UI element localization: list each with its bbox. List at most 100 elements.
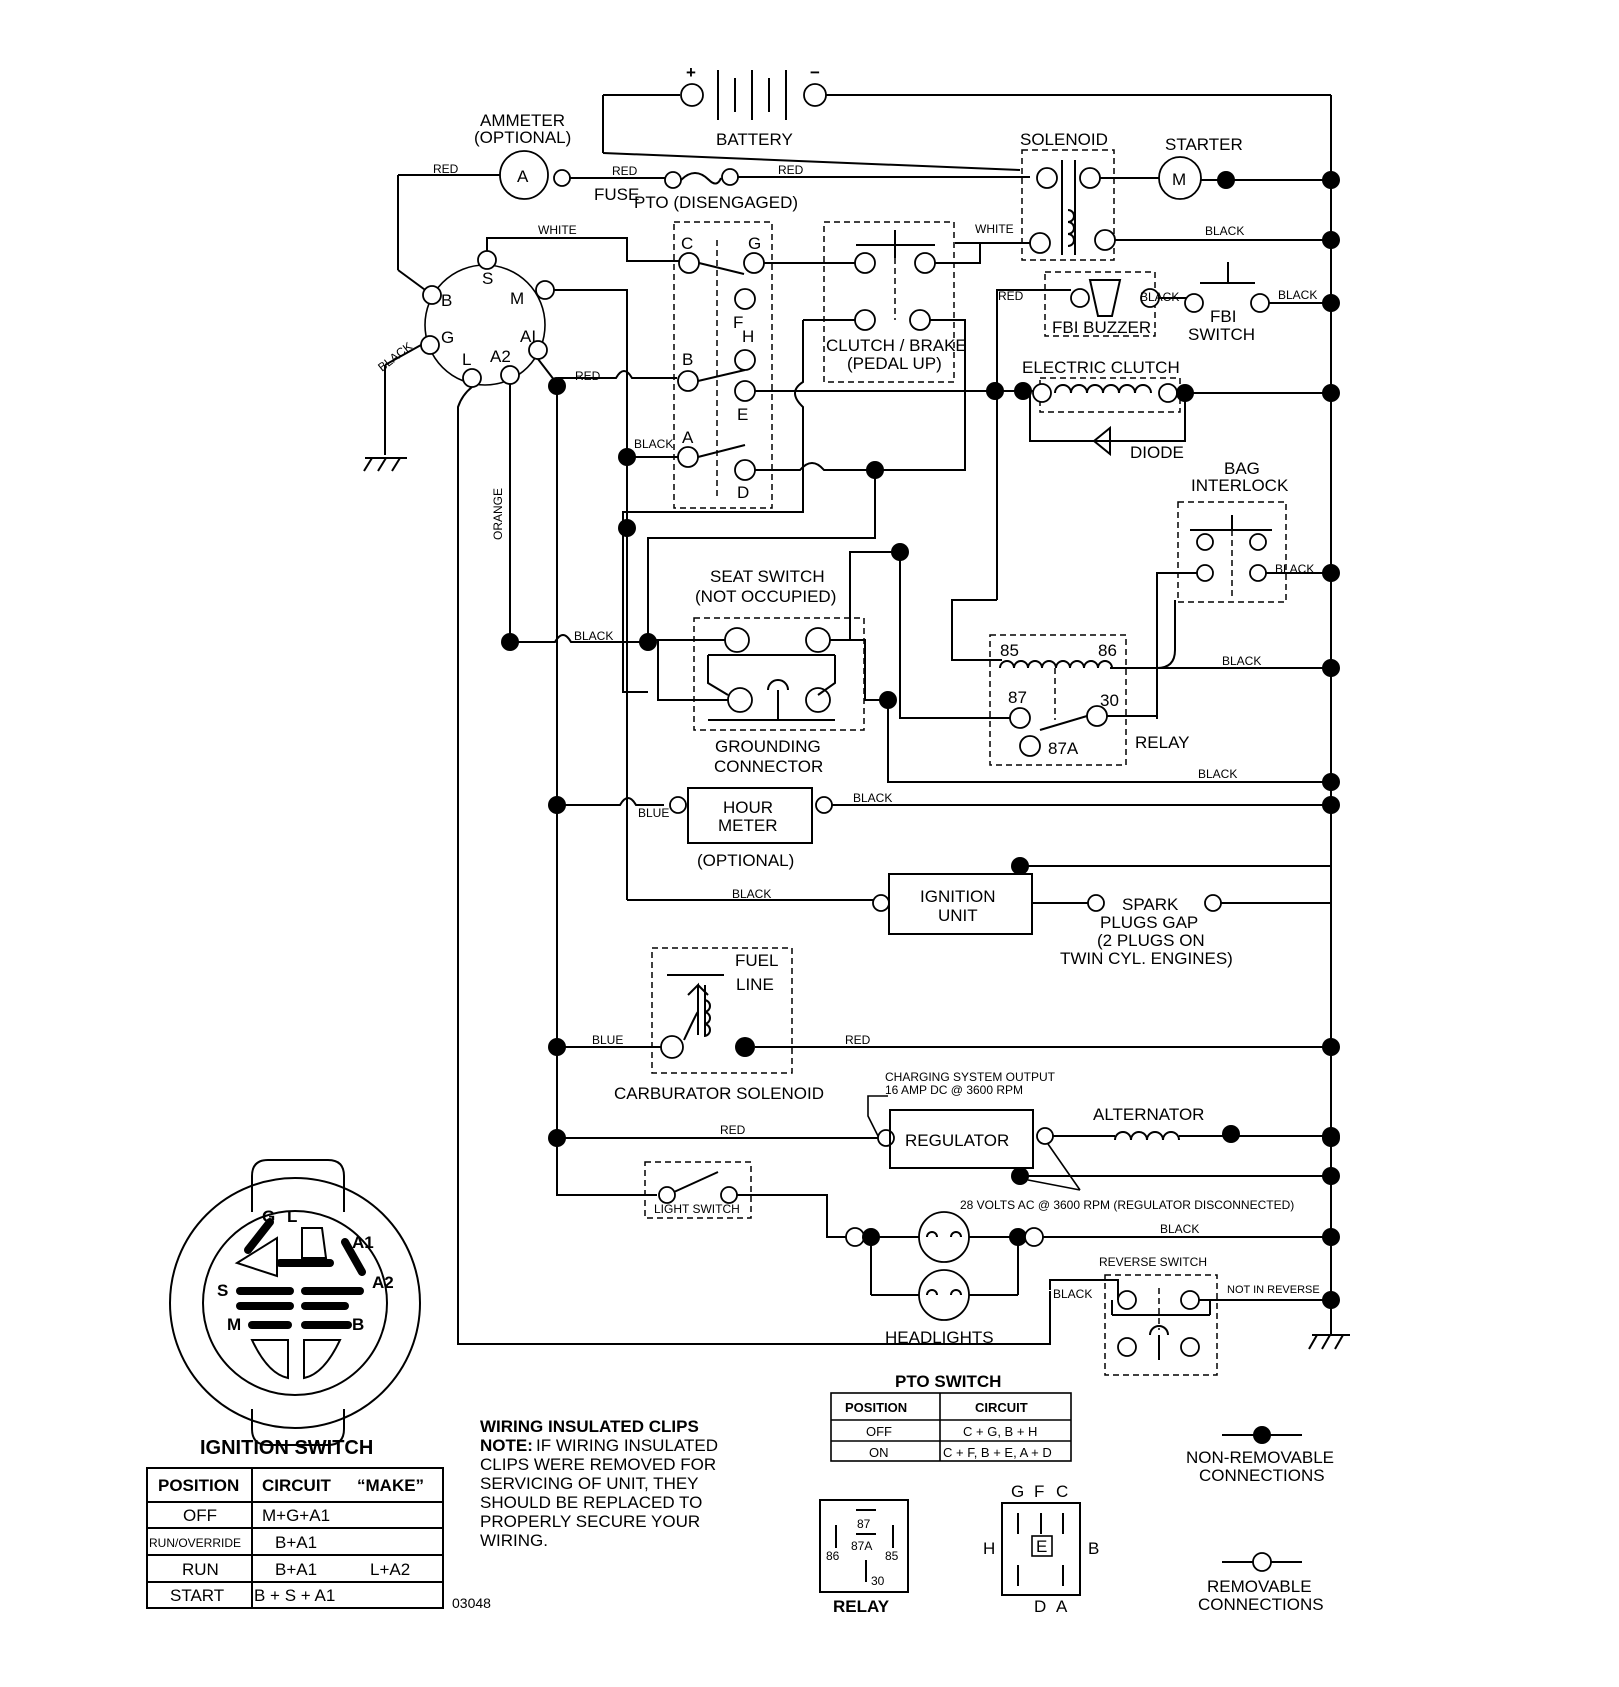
wire-black-rev: BLACK bbox=[1053, 1287, 1092, 1301]
pto-table-title: PTO SWITCH bbox=[895, 1372, 1001, 1391]
face-label-l: L bbox=[287, 1207, 297, 1226]
relay-pinout-label: RELAY bbox=[833, 1597, 890, 1616]
fbi-switch-line1: FBI bbox=[1210, 307, 1236, 326]
relay-pin-86: 86 bbox=[1098, 641, 1117, 660]
face-label-g: G bbox=[262, 1207, 275, 1226]
wire-black-seat: BLACK bbox=[1198, 767, 1237, 781]
hour-meter-line2: METER bbox=[718, 816, 778, 835]
pto-pin-c: C bbox=[1056, 1482, 1068, 1501]
pto-term-d: D bbox=[737, 483, 749, 502]
clips-line-2: SERVICING OF UNIT, THEY bbox=[480, 1474, 699, 1493]
relay: 85 86 87 30 87A RELAY BLACK bbox=[899, 550, 1340, 766]
pto-term-f: F bbox=[733, 313, 743, 332]
seat-switch-line2: (NOT OCCUPIED) bbox=[695, 587, 836, 606]
relay-pinout: 87 87A 86 85 30 RELAY bbox=[819, 1499, 909, 1616]
relay-pinout-30: 30 bbox=[871, 1574, 885, 1588]
starter-label: STARTER bbox=[1165, 135, 1243, 154]
spark-line3: (2 PLUGS ON bbox=[1097, 931, 1205, 950]
ammeter-symbol: A bbox=[517, 167, 529, 186]
grounding-line2: CONNECTOR bbox=[714, 757, 823, 776]
wire-black-hour: BLACK bbox=[853, 791, 892, 805]
relay-pin-87a: 87A bbox=[1048, 739, 1079, 758]
clips-line-4: PROPERLY SECURE YOUR bbox=[480, 1512, 700, 1531]
legend-non-removable-line2: CONNECTIONS bbox=[1199, 1466, 1325, 1485]
wire-red-2: RED bbox=[612, 164, 638, 178]
ign-unit-line2: UNIT bbox=[938, 906, 978, 925]
ign-row-2-make: L+A2 bbox=[370, 1560, 410, 1579]
pto-term-g: G bbox=[748, 234, 761, 253]
ign-th-position: POSITION bbox=[158, 1476, 239, 1495]
pto-row-0-circuit: C + G, B + H bbox=[963, 1424, 1037, 1439]
fuel-line2: LINE bbox=[736, 975, 774, 994]
diode-label: DIODE bbox=[1130, 443, 1184, 462]
wire-red-1: RED bbox=[433, 162, 459, 176]
ign-term-m: M bbox=[510, 289, 524, 308]
wire-red-fbi: RED bbox=[998, 289, 1024, 303]
face-label-s: S bbox=[217, 1281, 228, 1300]
ign-term-s: S bbox=[482, 269, 493, 288]
ignition-table-title: IGNITION SWITCH bbox=[200, 1437, 373, 1459]
electric-clutch-label: ELECTRIC CLUTCH bbox=[1022, 358, 1180, 377]
pto-table: PTO SWITCH POSITION CIRCUIT OFF C + G, B… bbox=[830, 1372, 1072, 1462]
ignition-table: IGNITION SWITCH POSITION CIRCUIT “MAKE” … bbox=[146, 1437, 491, 1611]
wiring-clips-note: WIRING INSULATED CLIPS NOTE: IF WIRING I… bbox=[480, 1417, 718, 1550]
light-switch: LIGHT SWITCH BLACK HEADLIGHTS bbox=[556, 1138, 1340, 1347]
charging-line2: 16 AMP DC @ 3600 RPM bbox=[885, 1083, 1023, 1097]
battery-minus: − bbox=[810, 63, 820, 82]
legend-non-removable-line1: NON-REMOVABLE bbox=[1186, 1448, 1334, 1467]
ign-row-3-pos: START bbox=[170, 1586, 224, 1605]
pto-term-h: H bbox=[742, 327, 754, 346]
pto-row-1-pos: ON bbox=[869, 1445, 889, 1460]
pto-row-1-circuit: C + F, B + E, A + D bbox=[943, 1445, 1052, 1460]
reverse-switch-label: REVERSE SWITCH bbox=[1099, 1255, 1207, 1269]
face-label-m: M bbox=[227, 1315, 241, 1334]
wire-black-solenoid: BLACK bbox=[1205, 224, 1244, 238]
pto-switch-block: PTO (DISENGAGED) C G F H B E A D RED BLA… bbox=[558, 193, 995, 509]
relay-pin-30: 30 bbox=[1100, 691, 1119, 710]
pto-term-c: C bbox=[681, 234, 693, 253]
battery: + − BATTERY bbox=[602, 63, 1331, 171]
face-label-a2: A2 bbox=[372, 1273, 394, 1292]
ign-row-3-circuit: B + S + A1 bbox=[254, 1586, 335, 1605]
legend-removable-ring bbox=[1252, 1552, 1272, 1572]
pto-pinout: G F C H E B D A bbox=[983, 1482, 1099, 1616]
grounding-line1: GROUNDING bbox=[715, 737, 821, 756]
relay-pinout-85: 85 bbox=[885, 1549, 899, 1563]
carb-label: CARBURATOR SOLENOID bbox=[614, 1084, 824, 1103]
ign-term-b: B bbox=[441, 291, 452, 310]
wire-red-carb: RED bbox=[845, 1033, 871, 1047]
hour-meter: BLUE HOUR METER (OPTIONAL) BLACK bbox=[548, 787, 1340, 870]
headlights-label: HEADLIGHTS bbox=[885, 1328, 994, 1347]
fuel-line1: FUEL bbox=[735, 951, 778, 970]
ammeter-title: AMMETER bbox=[480, 111, 565, 130]
ign-term-ai: AI bbox=[520, 327, 536, 346]
spark-line2: PLUGS GAP bbox=[1100, 913, 1198, 932]
wire-red-3: RED bbox=[778, 163, 804, 177]
fbi-switch-line2: SWITCH bbox=[1188, 325, 1255, 344]
alternator-label: ALTERNATOR bbox=[1093, 1105, 1204, 1124]
wire-blue-hour: BLUE bbox=[638, 806, 669, 820]
legend-non-removable-dot bbox=[1253, 1426, 1271, 1444]
face-label-b: B bbox=[352, 1315, 364, 1334]
wire-red-b: RED bbox=[575, 369, 601, 383]
light-switch-label: LIGHT SWITCH bbox=[654, 1202, 740, 1216]
ammeter: A AMMETER (OPTIONAL) RED RED RED FUSE bbox=[397, 111, 1030, 296]
legend-removable-line2: CONNECTIONS bbox=[1198, 1595, 1324, 1614]
relay-pin-87: 87 bbox=[1008, 688, 1027, 707]
wire-black-orange: BLACK bbox=[574, 629, 613, 643]
carburator-solenoid: FUEL LINE BLUE RED CARBURATOR SOLENOID bbox=[548, 947, 1340, 1103]
clutch-brake-line1: CLUTCH / BRAKE bbox=[826, 336, 967, 355]
ground-bus bbox=[1308, 95, 1350, 1350]
battery-plus: + bbox=[686, 63, 696, 82]
ign-th-make: “MAKE” bbox=[357, 1476, 424, 1495]
pto-pin-g: G bbox=[1011, 1482, 1024, 1501]
ign-row-2-pos: RUN bbox=[182, 1560, 219, 1579]
clips-line-1: CLIPS WERE REMOVED FOR bbox=[480, 1455, 716, 1474]
wire-blue-carb: BLUE bbox=[592, 1033, 623, 1047]
wire-black-fbi: BLACK bbox=[1140, 290, 1179, 304]
wire-black-a: BLACK bbox=[634, 437, 673, 451]
pto-pin-f: F bbox=[1034, 1482, 1044, 1501]
wire-red-reg: RED bbox=[720, 1123, 746, 1137]
ign-row-2-circuit: B+A1 bbox=[275, 1560, 317, 1579]
part-number: 03048 bbox=[452, 1595, 491, 1611]
